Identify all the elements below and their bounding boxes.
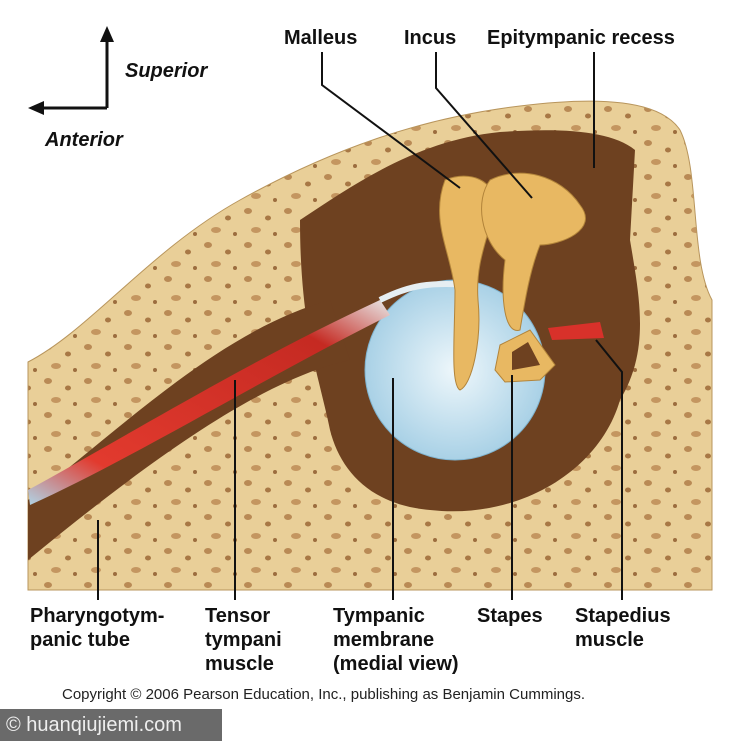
- tensor-tympani-muscle-shape: [28, 300, 390, 505]
- tensor-tympani-label: Tensor tympani muscle: [205, 605, 282, 675]
- stapedius-label: Stapedius muscle: [575, 605, 671, 651]
- incus-shape: [481, 172, 586, 331]
- tympanic-membrane-label: Tympanic membrane (medial view): [333, 605, 459, 675]
- incus-label: Incus: [404, 27, 457, 49]
- copyright-text: Copyright © 2006 Pearson Education, Inc.…: [62, 686, 586, 703]
- stapedius-muscle-shape: [548, 322, 604, 340]
- pharyngotympanic-tube-label: Pharyngotym- panic tube: [30, 605, 165, 651]
- stapes-label: Stapes: [477, 605, 543, 627]
- epitympanic-recess-label: Epitympanic recess: [487, 27, 675, 49]
- malleus-label: Malleus: [284, 27, 358, 49]
- watermark: © huanqiujiemi.com: [0, 709, 222, 741]
- anterior-label: Anterior: [45, 129, 123, 151]
- stapes-opening: [512, 342, 540, 370]
- leader-lines: [97, 52, 623, 600]
- superior-label: Superior: [125, 60, 208, 82]
- orientation-arrows: [28, 26, 114, 115]
